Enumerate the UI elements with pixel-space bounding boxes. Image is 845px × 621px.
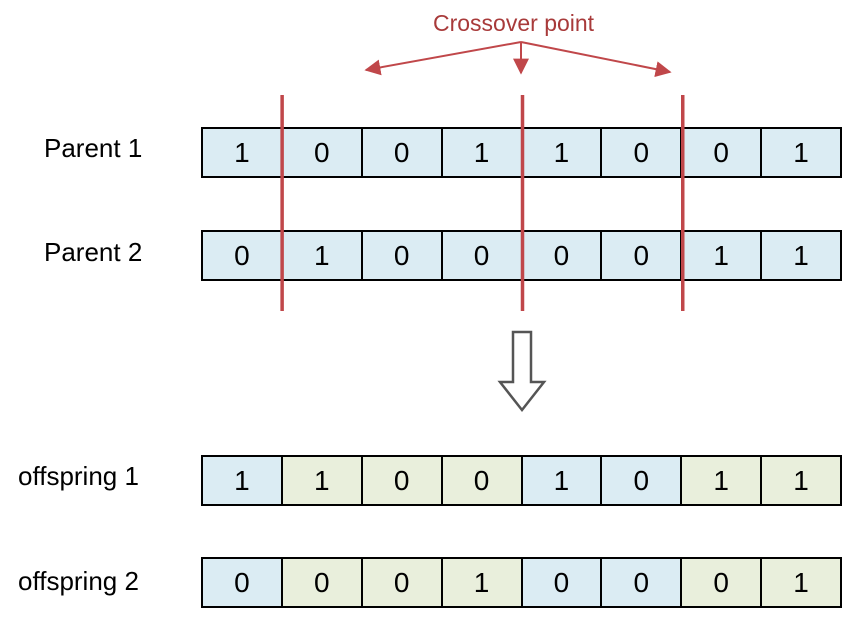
gene-cell: 1 <box>282 457 363 504</box>
gene-cell: 1 <box>762 457 840 504</box>
hollow-down-arrow-icon <box>497 330 547 413</box>
gene-cell: 0 <box>203 232 283 279</box>
gene-cell: 0 <box>282 559 363 606</box>
gene-cell: 0 <box>442 457 523 504</box>
gene-cell: 0 <box>682 129 763 176</box>
crossover-pointer-arrows <box>364 41 672 78</box>
gene-cell: 1 <box>203 457 283 504</box>
gene-cell: 1 <box>203 129 283 176</box>
gene-cell: 0 <box>522 559 603 606</box>
gene-cell: 0 <box>602 559 683 606</box>
gene-cell: 0 <box>602 129 683 176</box>
row-label-parent-2: Parent 2 <box>44 237 143 267</box>
gene-cell: 1 <box>442 129 523 176</box>
gene-cell: 1 <box>522 457 603 504</box>
gene-cell: 0 <box>522 232 603 279</box>
gene-cell: 0 <box>362 559 443 606</box>
gene-cell: 1 <box>762 559 840 606</box>
gene-cell: 1 <box>282 232 363 279</box>
gene-cell: 1 <box>762 129 840 176</box>
row-label-offspring-1: offspring 1 <box>18 461 139 491</box>
gene-cell: 1 <box>522 129 603 176</box>
crossover-point-title: Crossover point <box>433 10 595 36</box>
gene-cell: 0 <box>282 129 363 176</box>
row-label-offspring-2: offspring 2 <box>18 566 139 596</box>
gene-cell: 0 <box>602 232 683 279</box>
pointer-arrow-left <box>364 41 522 76</box>
gene-cell: 1 <box>682 457 763 504</box>
pointer-arrow-right <box>520 41 672 78</box>
gene-cell: 0 <box>442 232 523 279</box>
gene-cell: 0 <box>682 559 763 606</box>
gene-cell: 0 <box>362 232 443 279</box>
row-label-parent-1: Parent 1 <box>44 133 143 163</box>
gene-cell: 0 <box>602 457 683 504</box>
gene-cell: 0 <box>362 457 443 504</box>
gene-cell: 1 <box>682 232 763 279</box>
gene-cell: 1 <box>442 559 523 606</box>
gene-cell: 1 <box>762 232 840 279</box>
gene-cell: 0 <box>362 129 443 176</box>
gene-cell: 0 <box>203 559 283 606</box>
